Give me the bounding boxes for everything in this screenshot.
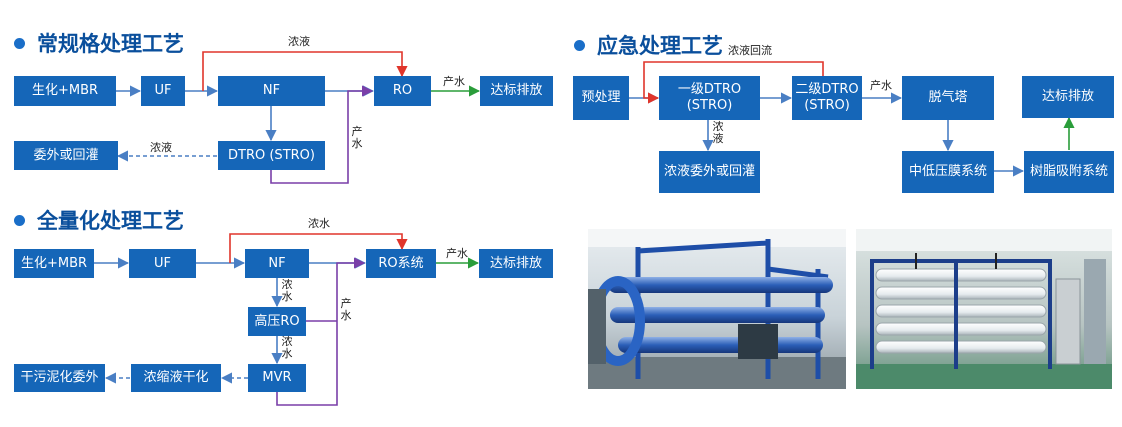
label-b-concentrate-top: 浓水 bbox=[308, 217, 330, 230]
edge-c-concentrate-return bbox=[643, 61, 824, 104]
node-b-discharge: 达标排放 bbox=[479, 249, 553, 278]
node-c-resin-adsorption: 树脂吸附系统 bbox=[1024, 151, 1114, 193]
label-c-concentrate-vertical: 浓 液 bbox=[712, 120, 724, 145]
node-b-high-pressure-ro: 高压RO bbox=[248, 307, 306, 336]
edge-a-dtro-product bbox=[270, 85, 374, 184]
node-b-sludge-outsource: 干污泥化委外 bbox=[14, 364, 105, 392]
section-title-conventional: 常规格处理工艺 bbox=[14, 28, 184, 58]
label-c-concentrate-return: 浓液回流 bbox=[728, 44, 772, 57]
section-title-text: 常规格处理工艺 bbox=[37, 32, 184, 56]
label-c-product: 产水 bbox=[870, 79, 892, 92]
node-c-dtro-stage-1: 一级DTRO (STRO) bbox=[659, 76, 760, 120]
label-b-concentrate-vertical-1: 浓 水 bbox=[281, 278, 293, 303]
label-a-product-vertical: 产 水 bbox=[351, 125, 363, 150]
section-title-emergency: 应急处理工艺 bbox=[574, 30, 723, 60]
section-title-full-quantity: 全量化处理工艺 bbox=[14, 205, 184, 235]
edge-a-concentrate-bypass bbox=[202, 51, 408, 91]
section-title-text: 全量化处理工艺 bbox=[37, 209, 184, 233]
node-a-dtro: DTRO (STRO) bbox=[218, 141, 325, 170]
label-a-product: 产水 bbox=[443, 75, 465, 88]
node-c-degasser: 脱气塔 bbox=[902, 76, 994, 120]
edge-b-mvr-product bbox=[276, 257, 366, 406]
node-c-medium-low-pressure-membrane: 中低压膜系统 bbox=[902, 151, 994, 193]
node-b-mvr: MVR bbox=[248, 364, 306, 392]
node-b-uf: UF bbox=[129, 249, 196, 278]
label-b-product: 产水 bbox=[446, 247, 468, 260]
section-title-text: 应急处理工艺 bbox=[597, 34, 723, 58]
node-c-concentrate-outsource: 浓液委外或回灌 bbox=[659, 151, 760, 193]
node-c-discharge: 达标排放 bbox=[1022, 76, 1114, 118]
bullet-icon bbox=[574, 39, 585, 51]
label-b-concentrate-vertical-2: 浓 水 bbox=[281, 335, 293, 360]
label-b-product-vertical: 产 水 bbox=[340, 297, 352, 322]
node-a-uf: UF bbox=[141, 76, 185, 106]
node-a-outsource: 委外或回灌 bbox=[14, 141, 118, 170]
label-a-concentrate-left: 浓液 bbox=[150, 141, 172, 154]
node-a-discharge: 达标排放 bbox=[480, 76, 553, 106]
node-a-mbr: 生化+MBR bbox=[14, 76, 116, 106]
node-c-dtro-stage-2: 二级DTRO (STRO) bbox=[792, 76, 862, 120]
node-b-nf: NF bbox=[245, 249, 309, 278]
ro-membrane-rack-photo bbox=[856, 229, 1112, 389]
bullet-icon bbox=[14, 214, 25, 226]
node-a-nf: NF bbox=[218, 76, 325, 106]
edge-b-concentrate-bypass bbox=[229, 233, 408, 263]
node-c-pretreatment: 预处理 bbox=[573, 76, 629, 120]
node-b-ro-system: RO系统 bbox=[366, 249, 436, 278]
bullet-icon bbox=[14, 37, 25, 49]
node-b-drying: 浓缩液干化 bbox=[131, 364, 221, 392]
node-a-ro: RO bbox=[374, 76, 431, 106]
label-a-concentrate-top: 浓液 bbox=[288, 35, 310, 48]
node-b-mbr: 生化+MBR bbox=[14, 249, 94, 278]
dtro-equipment-photo bbox=[588, 229, 846, 389]
